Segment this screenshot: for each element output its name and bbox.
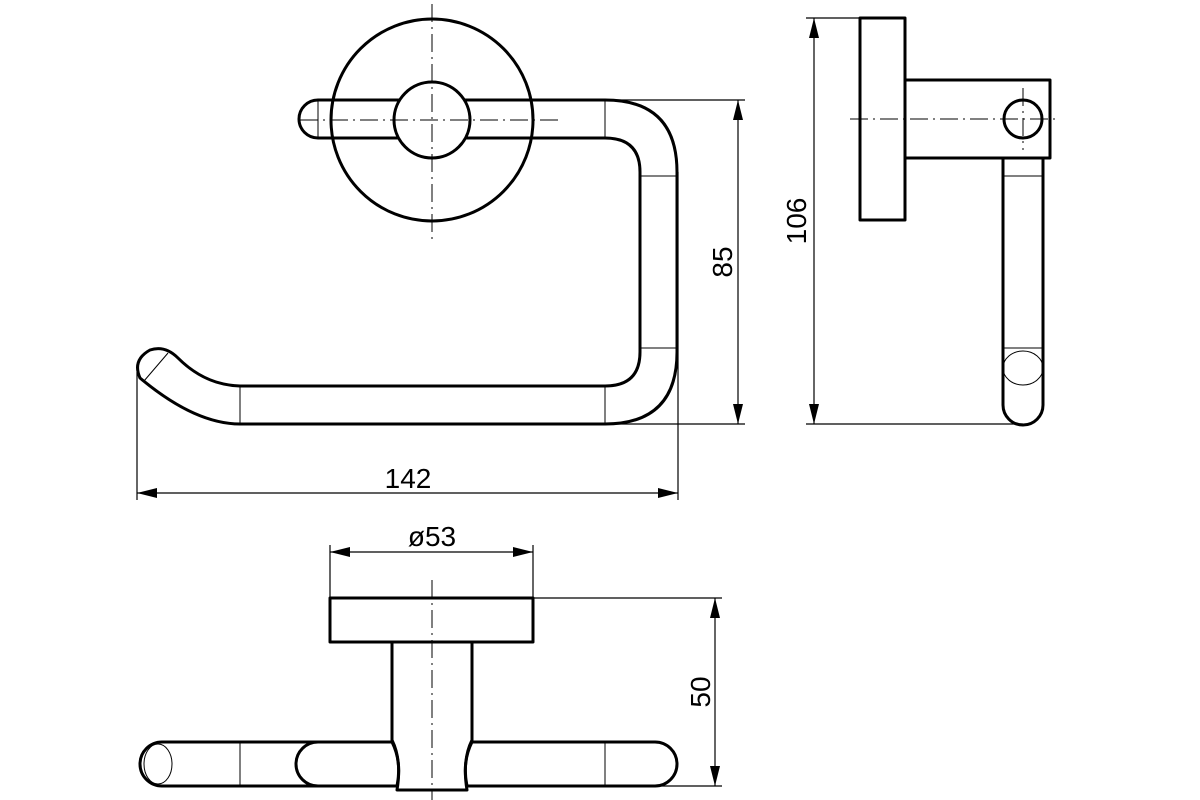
side-rod-end [1002, 350, 1044, 386]
bottom-rod-left-tip [143, 743, 173, 785]
dim-overall-width: 142 [136, 172, 679, 500]
front-seam-7 [143, 352, 169, 382]
bottom-rod-inner-end [294, 740, 320, 788]
side-view [850, 16, 1060, 427]
dim-85-label: 85 [707, 246, 738, 277]
bottom-rod-left [138, 740, 401, 788]
dim-50-label: 50 [685, 676, 716, 707]
dim-front-height: 85 [610, 99, 745, 425]
bottom-view [138, 580, 679, 800]
bottom-rod-right [463, 740, 679, 788]
dim-106-label: 106 [781, 198, 812, 245]
side-rod-down [1001, 156, 1045, 427]
front-view [136, 4, 679, 426]
dim-142-label: 142 [385, 463, 432, 494]
dim-projection-depth: 50 [533, 597, 722, 787]
dim-53-label: ø53 [408, 521, 456, 552]
dim-plate-diameter: ø53 [329, 521, 534, 598]
dim-side-height: 106 [781, 17, 1023, 425]
